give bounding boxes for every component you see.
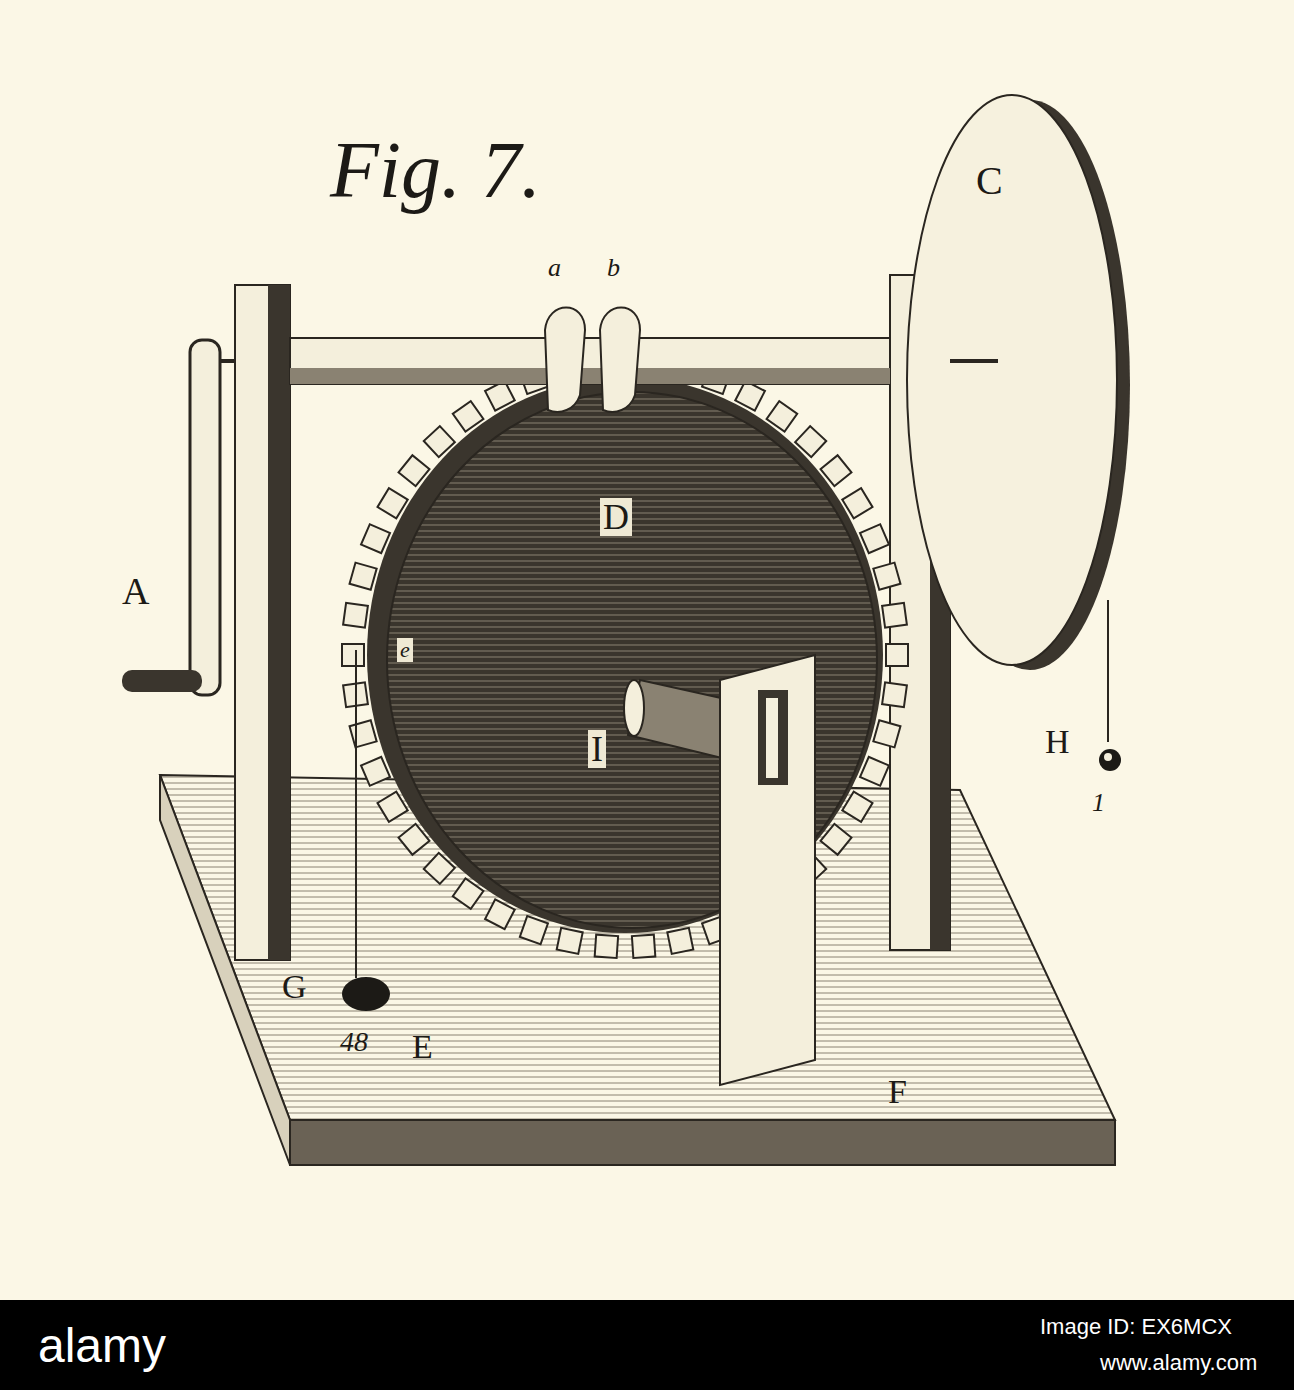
gear-tooth xyxy=(882,603,907,628)
watermark: www.alamy.com xyxy=(1100,1352,1257,1374)
gear-tooth xyxy=(350,720,377,747)
part-letter: b xyxy=(607,255,620,281)
weight-number: 48 xyxy=(340,1028,368,1056)
part-letter: D xyxy=(600,498,632,536)
gear-tooth xyxy=(343,603,368,628)
part-letter: a xyxy=(548,255,561,281)
figure-title: Fig. 7. xyxy=(330,130,541,210)
gear-tooth xyxy=(350,563,377,590)
part-letter: I xyxy=(588,730,606,768)
weight-number: 1 xyxy=(1092,790,1105,816)
gear-tooth xyxy=(882,682,907,707)
part-letter: F xyxy=(888,1075,907,1109)
part-letter: A xyxy=(122,572,149,610)
watermark: Image ID: EX6MCX xyxy=(1040,1316,1232,1338)
watermark: alamy xyxy=(38,1322,166,1370)
part-letter: e xyxy=(397,638,413,662)
gear-tooth xyxy=(520,916,548,944)
gear-tooth xyxy=(860,524,889,553)
gear-tooth xyxy=(873,720,900,747)
gear-tooth xyxy=(557,928,583,954)
gear-tooth xyxy=(361,524,390,553)
part-letter: H xyxy=(1045,725,1070,759)
part-letter: C xyxy=(973,160,1006,202)
gear-tooth xyxy=(873,563,900,590)
gear-tooth xyxy=(595,935,618,958)
gear-tooth xyxy=(632,935,655,958)
gear-tooth xyxy=(886,644,908,666)
gear-tooth xyxy=(342,644,364,666)
part-letter: G xyxy=(282,970,307,1004)
gear-tooth xyxy=(860,757,889,786)
gear-tooth xyxy=(361,757,390,786)
gear-tooth xyxy=(667,928,693,954)
part-letter: E xyxy=(412,1030,433,1064)
